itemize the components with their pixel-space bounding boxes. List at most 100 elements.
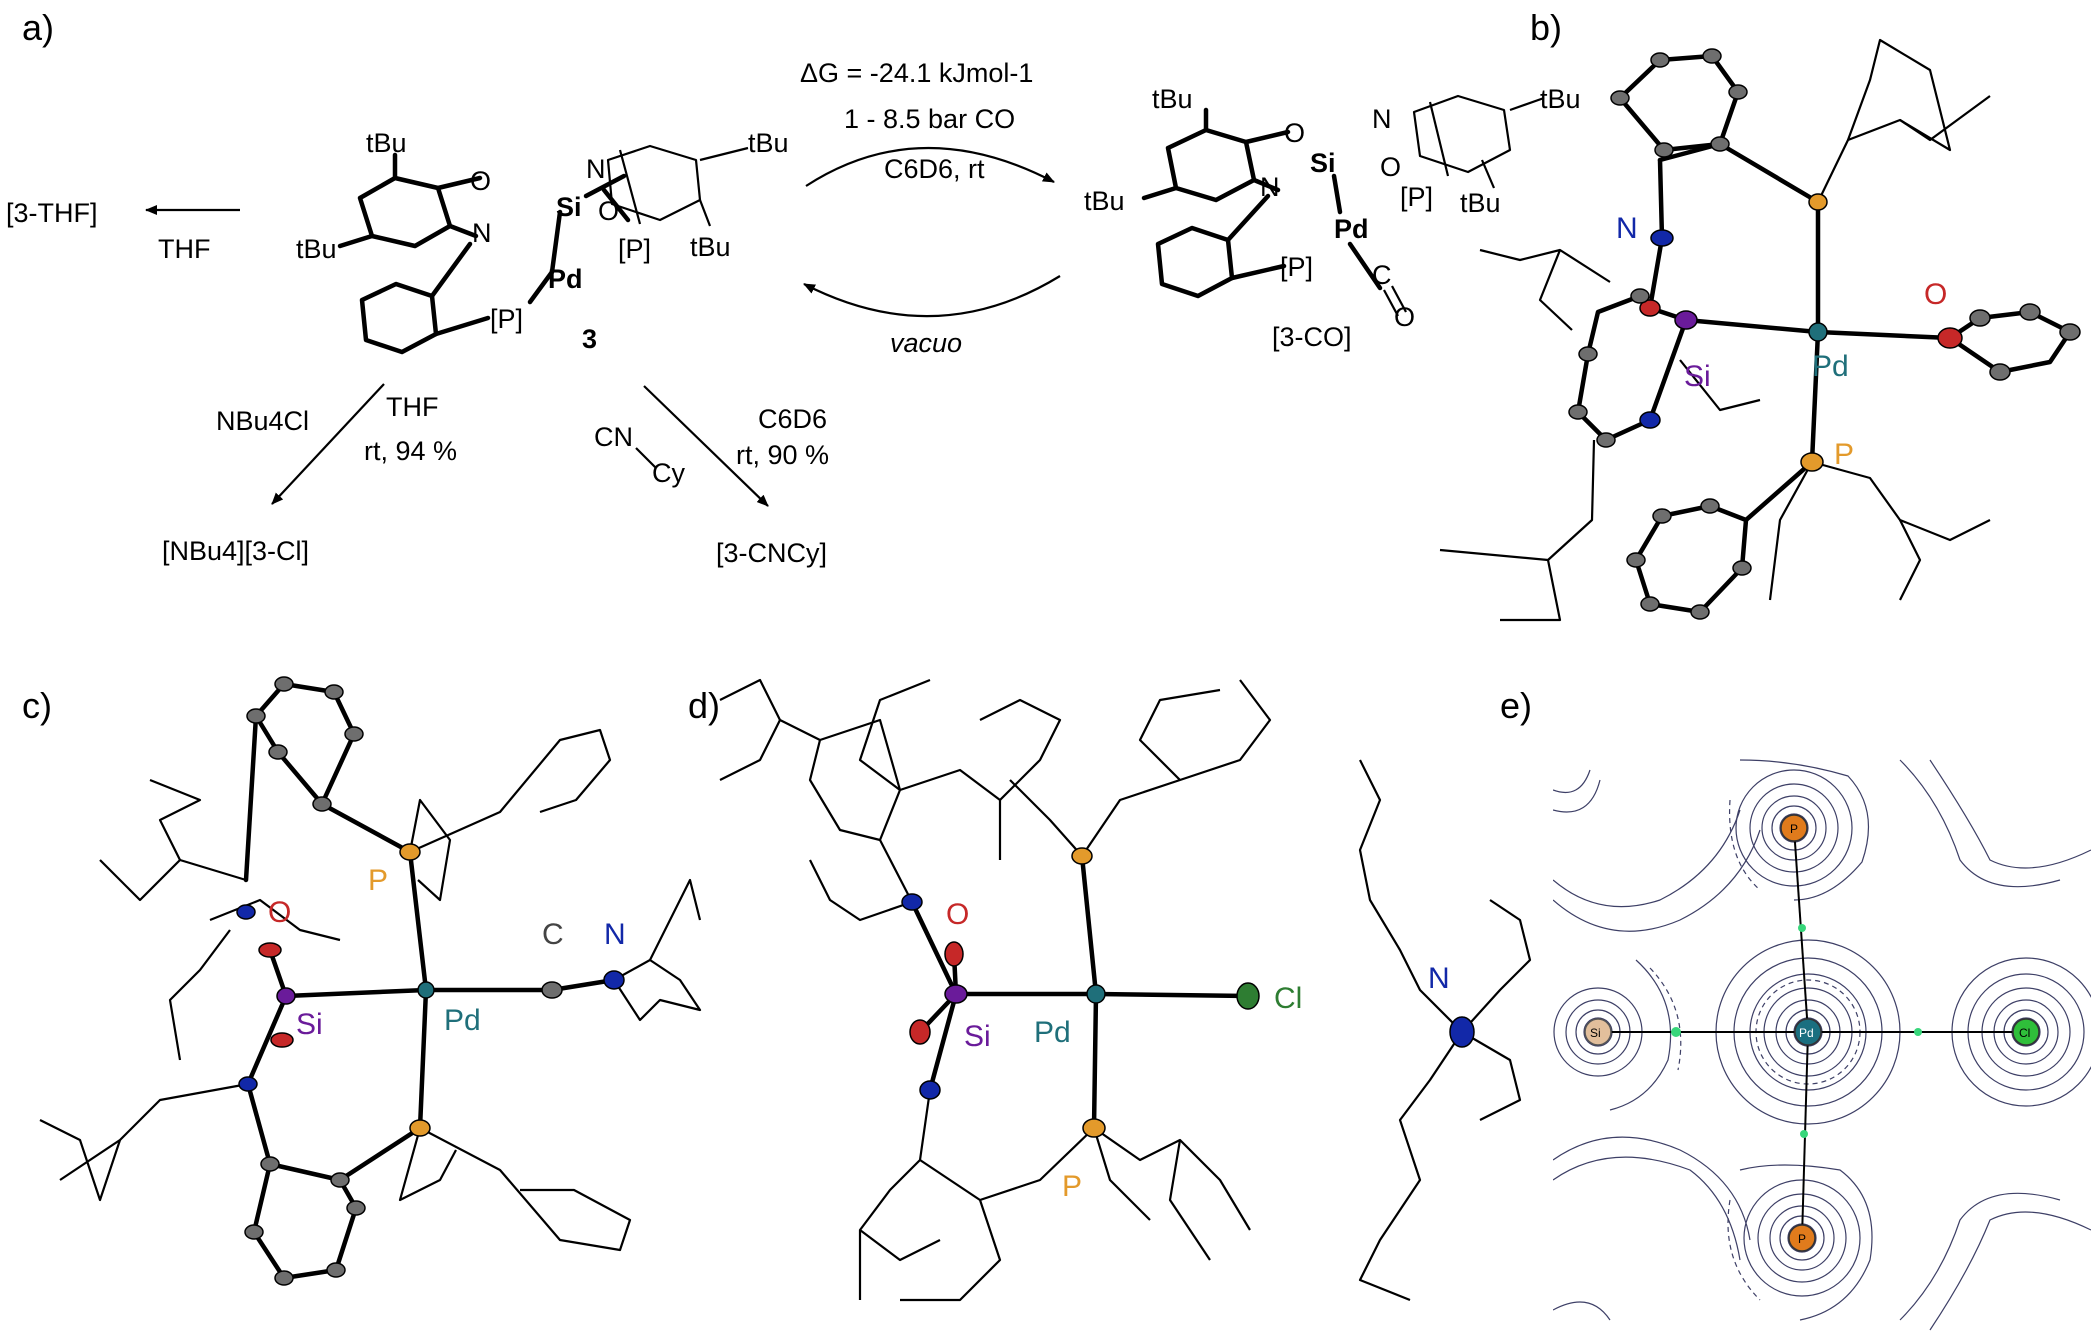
atom-n-c (236, 904, 256, 920)
crystal-structure-c (39, 681, 702, 1281)
atom-o2-d (909, 1019, 931, 1045)
qtaim-contour-plot (1553, 745, 2091, 1335)
co-p-left: [P] (1280, 252, 1313, 282)
atom-c-c (268, 744, 288, 760)
atom-pd-d (1086, 984, 1106, 1004)
atom-n-b (1650, 229, 1674, 247)
c3-p-left: [P] (490, 304, 523, 334)
label-o-b: O (1924, 278, 1947, 311)
co-tbu-bottom: tBu (1460, 188, 1501, 218)
co-o-carbonyl: O (1394, 302, 1415, 332)
co-pd: Pd (1334, 214, 1369, 244)
label-si-b: Si (1684, 360, 1711, 393)
label-n-b: N (1616, 212, 1638, 245)
panel-label-e: e) (1500, 685, 1532, 726)
atom-n-d (901, 893, 923, 911)
thf-product-label: [3-THF] (6, 198, 98, 228)
qtaim-label-pd: Pd (1799, 1026, 1814, 1040)
atom-c-b (1702, 48, 1722, 64)
atom-n2-b (1639, 411, 1661, 429)
co-tbu-left: tBu (1084, 186, 1125, 216)
thf-reagent-label: THF (158, 234, 210, 264)
compound-3-number: 3 (582, 324, 597, 354)
atom-c-b (1626, 552, 1646, 568)
qtaim-label-p-top: P (1790, 822, 1798, 836)
label-pd-c: Pd (444, 1004, 481, 1037)
atom-c-b (1728, 84, 1748, 100)
cl-arrow (271, 383, 385, 505)
atom-c-b (1568, 404, 1588, 420)
cl-cond-1: THF (386, 392, 438, 422)
crystal-structure-d (719, 678, 1532, 1302)
label-cl-d: Cl (1274, 982, 1302, 1015)
co-tbu-top: tBu (1152, 84, 1193, 114)
atom-o-thf-b (1937, 327, 1963, 349)
cn-cond-1: C6D6 (758, 404, 827, 434)
label-p-b: P (1834, 438, 1854, 471)
co-reverse-arrow (803, 275, 1061, 318)
atom-cl-d (1236, 982, 1260, 1010)
label-c-c: C (542, 918, 564, 951)
atom-p-bottom-b (1800, 452, 1824, 472)
co-si: Si (1310, 148, 1336, 178)
qtaim-atom-pd (1794, 1018, 1822, 1046)
panel-label-a: a) (22, 7, 54, 48)
crystal-structure-b (1439, 38, 2073, 622)
reaction-scheme: [3-THF] THF tBu tBu tBu tBu O N N (6, 58, 1581, 568)
qtaim-atom-p-top (1780, 814, 1808, 842)
cn-product: [3-CNCy] (716, 538, 827, 568)
c3-o-left: O (470, 166, 491, 196)
co-tbu-right: tBu (1540, 84, 1581, 114)
atom-si-d (944, 984, 968, 1004)
atom-n-isonitrile (603, 970, 625, 990)
bcp-si-pd (1671, 1027, 1681, 1037)
atom-c-b (1630, 288, 1650, 304)
atom-c-c (260, 1156, 280, 1172)
cn-reagent-1: CN (594, 422, 633, 452)
cl-cond-2: rt, 94 % (364, 436, 457, 466)
atom-n2-d (919, 1080, 941, 1100)
atom-c-c (324, 684, 344, 700)
cn-reagent-2: Cy (652, 458, 685, 488)
compound-3-structure (337, 144, 749, 355)
atom-c-c (244, 1224, 264, 1240)
label-n-c: N (604, 918, 626, 951)
atom-pd-c (417, 981, 435, 999)
c3-si: Si (556, 192, 582, 222)
c3-n-top: N (586, 154, 606, 184)
label-pd-b: Pd (1812, 350, 1849, 383)
atom-c-b (1610, 90, 1630, 106)
atom-o-c (258, 942, 282, 958)
co-product-label: [3-CO] (1272, 322, 1352, 352)
atom-n-cation-d (1449, 1016, 1475, 1048)
c3-n-left: N (472, 218, 492, 248)
label-si-d: Si (964, 1020, 991, 1053)
label-p-c: P (368, 864, 388, 897)
atom-p-top-d (1071, 847, 1093, 865)
atom-c-b (1700, 498, 1720, 514)
label-p-d: P (1062, 1170, 1082, 1203)
atom-p-bottom-c (409, 1119, 431, 1137)
atom-pd-b (1808, 322, 1828, 342)
atom-c-b (1732, 560, 1752, 576)
atom-c-c (274, 1270, 294, 1286)
qtaim-atom-cl (2012, 1018, 2040, 1046)
label-o-d: O (946, 898, 969, 931)
cl-product: [NBu4][3-Cl] (162, 536, 309, 566)
panel-label-c: c) (22, 685, 52, 726)
cl-reagent: NBu4Cl (216, 406, 309, 436)
atom-c-b (1654, 142, 1674, 158)
atom-c-c (344, 726, 364, 742)
atom-c-b (1690, 604, 1710, 620)
atom-c-thf-b (2019, 303, 2041, 321)
atom-c-c (346, 1200, 366, 1216)
atom-c-c (326, 1262, 346, 1278)
label-n-d: N (1428, 962, 1450, 995)
qtaim-label-cl: Cl (2019, 1026, 2030, 1040)
qtaim-atom-si (1584, 1018, 1612, 1046)
panel-label-d: d) (688, 685, 720, 726)
co-o-left: O (1284, 118, 1305, 148)
label-o-c: O (268, 896, 291, 929)
qtaim-atom-p-bottom (1788, 1224, 1816, 1252)
co-c: C (1372, 260, 1392, 290)
